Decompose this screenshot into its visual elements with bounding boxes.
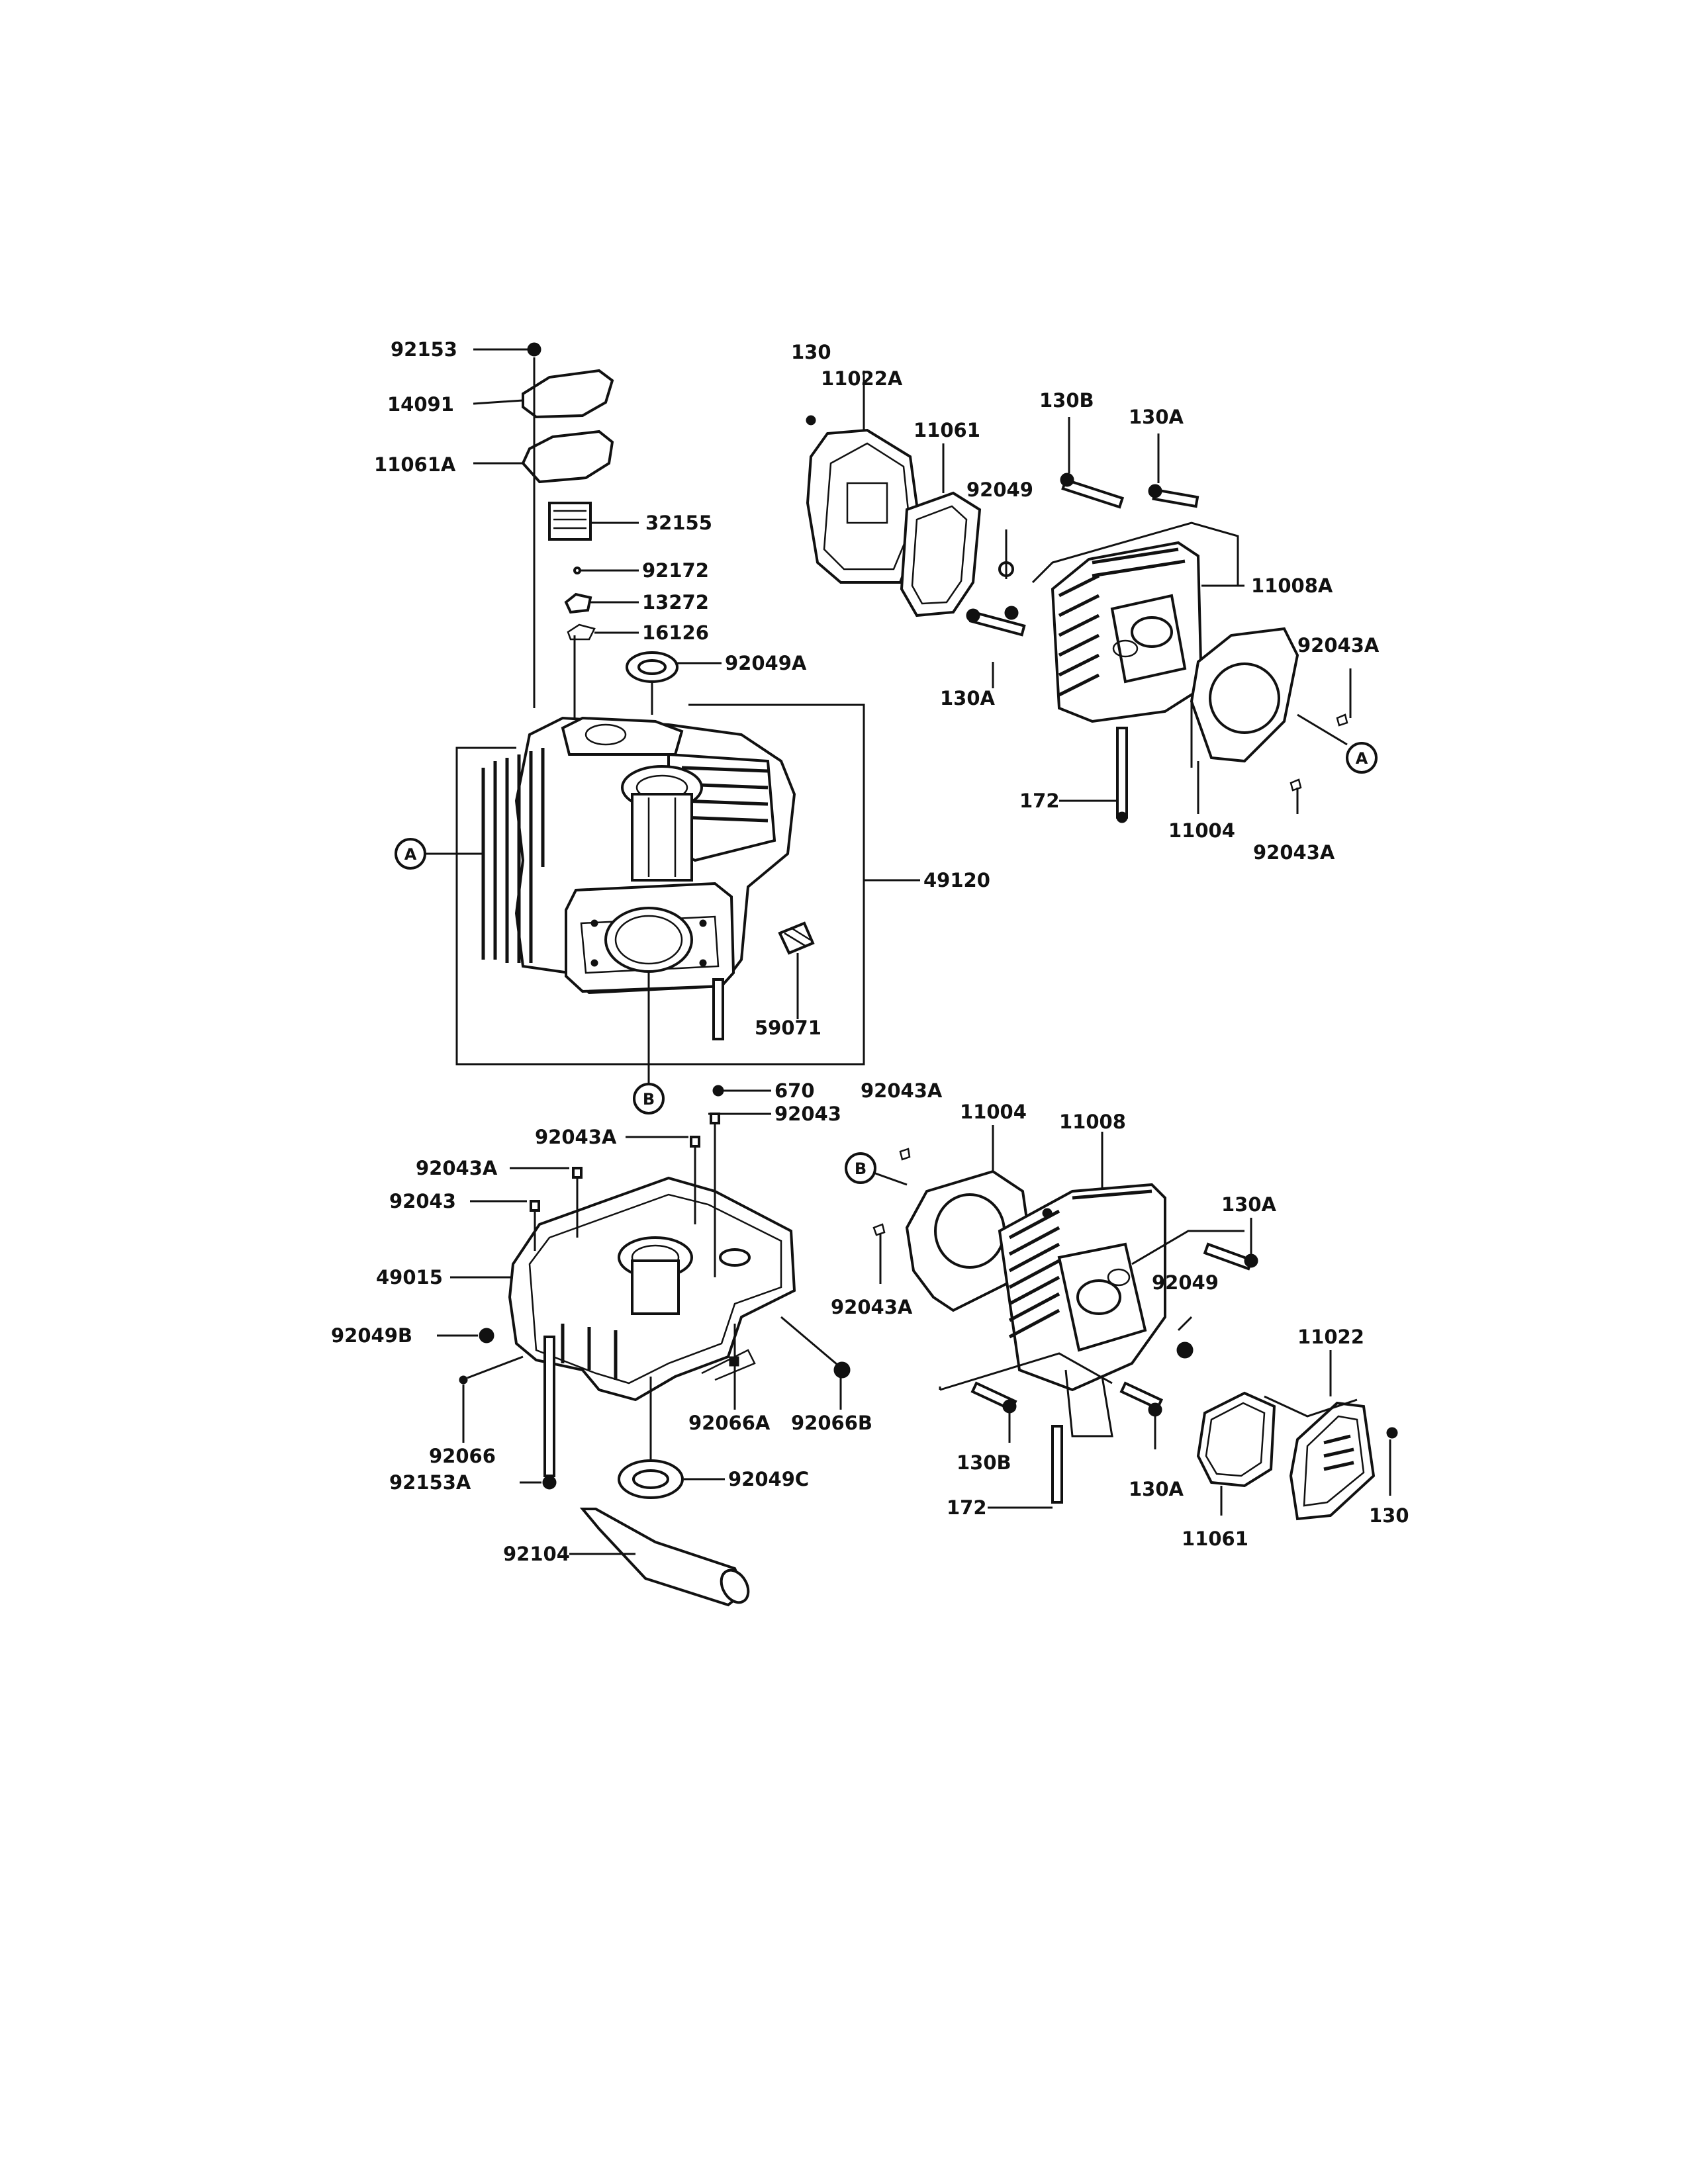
- label-11022A: 11022A: [821, 367, 903, 390]
- label-11061A: 11061A: [374, 453, 456, 476]
- label-11008A: 11008A: [1251, 574, 1333, 597]
- label-130-top: 130: [791, 341, 831, 363]
- crankcase-cover-assembly: [459, 1113, 851, 1607]
- cylinder-head-2-assembly: [860, 1125, 1398, 1521]
- label-11008: 11008: [1059, 1111, 1126, 1133]
- label-130A-br1: 130A: [1221, 1193, 1277, 1216]
- label-92066A: 92066A: [688, 1412, 771, 1434]
- label-92049A: 92049A: [725, 652, 807, 674]
- label-49015: 49015: [376, 1266, 443, 1289]
- cylinder-block-assembly: [425, 342, 920, 1097]
- bolt-92153: [527, 342, 541, 357]
- label-11061-bottom: 11061: [1182, 1527, 1248, 1550]
- cylinder-head-1-assembly: [806, 371, 1352, 823]
- label-11004-top: 11004: [1168, 819, 1235, 842]
- label-92104: 92104: [503, 1543, 570, 1565]
- svg-text:A: A: [1356, 749, 1368, 768]
- svg-text:A: A: [404, 845, 417, 864]
- label-92043-left: 92043: [389, 1190, 456, 1212]
- label-92043A-tr1: 92043A: [1297, 634, 1380, 657]
- label-130B-bottom: 130B: [957, 1451, 1011, 1474]
- label-11004-bottom: 11004: [960, 1101, 1027, 1123]
- label-92043A-br1: 92043A: [861, 1079, 943, 1102]
- label-49120: 49120: [923, 869, 990, 891]
- label-92049B: 92049B: [331, 1324, 412, 1347]
- label-16126: 16126: [642, 621, 709, 644]
- label-leaders: [437, 348, 771, 1555]
- label-92066B: 92066B: [791, 1412, 872, 1434]
- label-11022: 11022: [1297, 1326, 1364, 1348]
- label-92043-top: 92043: [774, 1103, 841, 1125]
- plug-92049B: [479, 1328, 494, 1343]
- gasket-11061: [900, 491, 982, 617]
- label-13272: 13272: [642, 591, 709, 614]
- label-32155: 32155: [645, 512, 712, 534]
- callout-b-mid: B: [633, 1083, 665, 1115]
- callout-a-left: A: [395, 838, 426, 870]
- callout-b-right: B: [845, 1152, 876, 1184]
- label-130-bottom: 130: [1369, 1504, 1409, 1527]
- left-cylinder-fins: [481, 748, 545, 963]
- callout-a-right: A: [1346, 742, 1378, 774]
- spring-59071: [778, 921, 815, 955]
- label-92043A-tr2: 92043A: [1253, 841, 1335, 864]
- valve-cover-11022: [1289, 1401, 1376, 1521]
- label-130A-top-2: 130A: [940, 687, 996, 709]
- label-14091: 14091: [387, 393, 454, 416]
- label-92172: 92172: [642, 559, 709, 582]
- label-92049C: 92049C: [728, 1468, 809, 1490]
- label-172-top: 172: [1019, 790, 1060, 812]
- svg-text:B: B: [643, 1090, 655, 1109]
- label-59071: 59071: [755, 1017, 821, 1039]
- label-172-bottom: 172: [947, 1496, 987, 1519]
- label-130A-top: 130A: [1129, 406, 1184, 428]
- svg-text:B: B: [855, 1160, 867, 1178]
- label-92066: 92066: [429, 1445, 496, 1467]
- label-92153A: 92153A: [389, 1471, 471, 1494]
- label-130A-br2: 130A: [1129, 1478, 1184, 1500]
- label-92049-top: 92049: [966, 478, 1033, 501]
- reed-valve-32155: [548, 502, 592, 541]
- label-92049-bottom: 92049: [1152, 1271, 1219, 1294]
- label-670: 670: [774, 1079, 815, 1102]
- label-92043A-left: 92043A: [416, 1157, 498, 1179]
- label-11061-top: 11061: [914, 419, 980, 441]
- label-130B-top: 130B: [1039, 389, 1094, 412]
- label-92153: 92153: [391, 338, 457, 361]
- label-92043A-br2: 92043A: [831, 1296, 913, 1318]
- dowel-670: [712, 1085, 724, 1097]
- gasket-11061A: [521, 430, 614, 484]
- label-92043A-top: 92043A: [535, 1126, 617, 1148]
- breather-cover-14091: [522, 369, 614, 419]
- part-labels: 92153 14091 11061A 32155 92172 13272 161…: [331, 338, 1409, 1565]
- sealant-tube-92104: [579, 1508, 750, 1607]
